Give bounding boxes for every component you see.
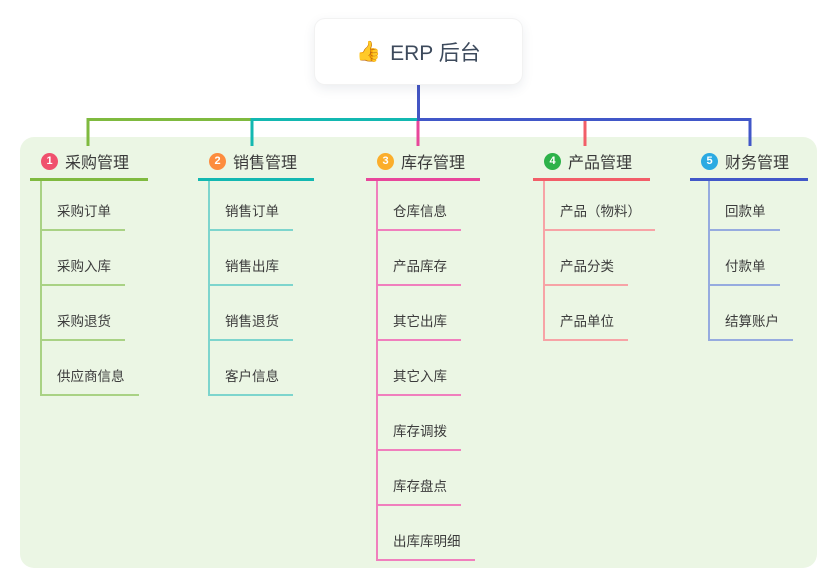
branch-2-title-label: 销售管理 bbox=[233, 155, 298, 172]
thumbs-up-icon: 👍 bbox=[356, 40, 382, 63]
child-node[interactable]: 采购入库 bbox=[40, 258, 125, 286]
child-node[interactable]: 销售出库 bbox=[208, 258, 293, 286]
branch-4-title-label: 产品管理 bbox=[568, 155, 633, 172]
branch-4-title[interactable]: 4 产品管理 bbox=[533, 150, 650, 181]
child-node[interactable]: 采购退货 bbox=[40, 313, 125, 341]
branch-1-badge: 1 bbox=[41, 152, 58, 170]
branch-2-title[interactable]: 2 销售管理 bbox=[198, 150, 314, 181]
branch-3-badge: 3 bbox=[377, 152, 394, 170]
branch-5-title-label: 财务管理 bbox=[725, 155, 790, 172]
child-node[interactable]: 采购订单 bbox=[40, 203, 125, 231]
child-node[interactable]: 产品分类 bbox=[543, 258, 628, 286]
child-node[interactable]: 仓库信息 bbox=[376, 203, 461, 231]
child-node[interactable]: 结算账户 bbox=[708, 313, 793, 341]
child-node[interactable]: 回款单 bbox=[708, 203, 780, 231]
root-node[interactable]: 👍 ERP 后台 bbox=[315, 19, 522, 84]
child-node[interactable]: 销售订单 bbox=[208, 203, 293, 231]
root-node-label: ERP 后台 bbox=[390, 41, 481, 65]
child-node[interactable]: 库存调拨 bbox=[376, 423, 461, 451]
child-node[interactable]: 出库库明细 bbox=[376, 533, 475, 561]
branch-3-title-label: 库存管理 bbox=[401, 155, 466, 172]
child-node[interactable]: 客户信息 bbox=[208, 368, 293, 396]
branch-3-title[interactable]: 3 库存管理 bbox=[366, 150, 480, 181]
branch-2-badge: 2 bbox=[209, 152, 226, 170]
child-node[interactable]: 库存盘点 bbox=[376, 478, 461, 506]
child-node[interactable]: 产品（物料） bbox=[543, 203, 655, 231]
child-node[interactable]: 产品库存 bbox=[376, 258, 461, 286]
child-node[interactable]: 其它出库 bbox=[376, 313, 461, 341]
child-node[interactable]: 其它入库 bbox=[376, 368, 461, 396]
child-node[interactable]: 付款单 bbox=[708, 258, 780, 286]
branch-1-title-label: 采购管理 bbox=[65, 155, 130, 172]
branch-1-title[interactable]: 1 采购管理 bbox=[30, 150, 148, 181]
branch-5-title[interactable]: 5 财务管理 bbox=[690, 150, 808, 181]
branches-panel bbox=[20, 137, 817, 568]
branch-4-badge: 4 bbox=[544, 152, 561, 170]
child-node[interactable]: 供应商信息 bbox=[40, 368, 139, 396]
child-node[interactable]: 销售退货 bbox=[208, 313, 293, 341]
child-node[interactable]: 产品单位 bbox=[543, 313, 628, 341]
branch-5-badge: 5 bbox=[701, 152, 718, 170]
